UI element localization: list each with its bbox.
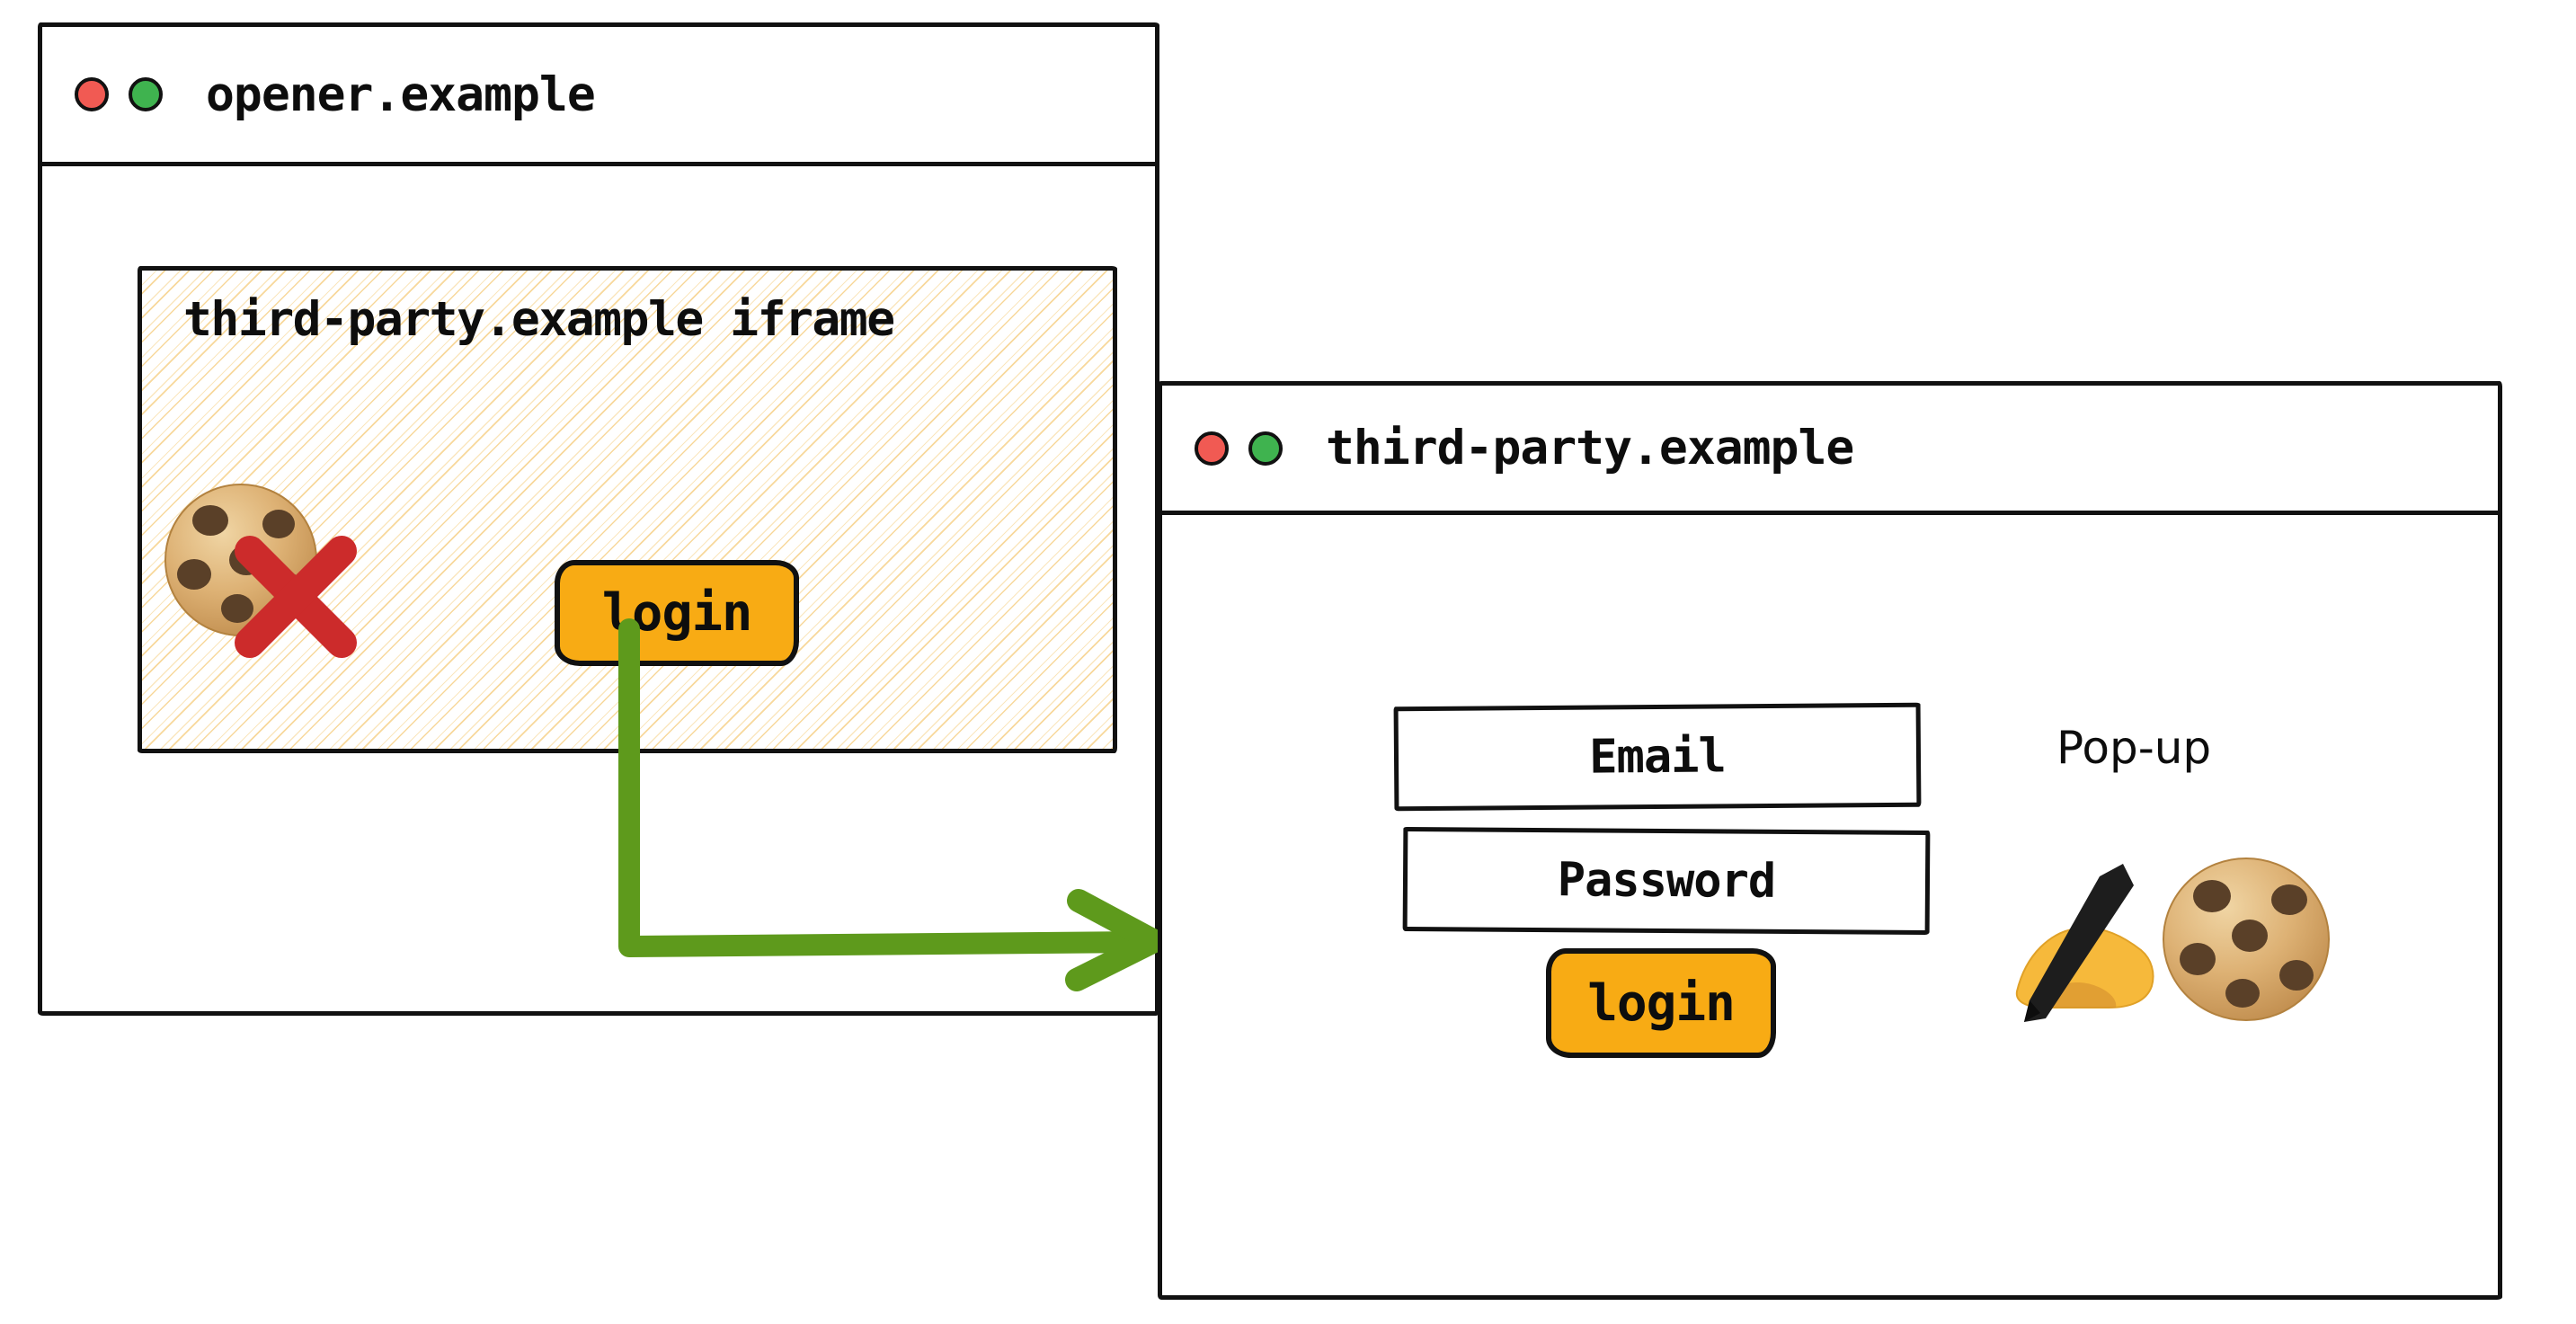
popup-browser-window: third-party.example Pop-up Email Passwor… bbox=[1158, 381, 2502, 1300]
popup-login-button-label: login bbox=[1587, 973, 1736, 1033]
iframe-login-button-label: login bbox=[601, 583, 753, 643]
popup-window-title: third-party.example bbox=[1326, 421, 1854, 475]
popup-login-button[interactable]: login bbox=[1546, 948, 1776, 1058]
maximize-dot[interactable] bbox=[1248, 431, 1283, 466]
email-field-label: Email bbox=[1588, 729, 1726, 785]
close-dot[interactable] bbox=[75, 77, 109, 111]
opener-window-title: opener.example bbox=[206, 67, 596, 122]
close-dot[interactable] bbox=[1195, 431, 1229, 466]
password-field-label: Password bbox=[1557, 853, 1776, 909]
popup-traffic-lights bbox=[1195, 431, 1283, 466]
iframe-title-label: third-party.example iframe bbox=[183, 292, 895, 347]
opener-titlebar: opener.example bbox=[42, 27, 1155, 166]
password-field[interactable]: Password bbox=[1402, 826, 1931, 936]
popup-titlebar: third-party.example bbox=[1162, 386, 2498, 515]
iframe-login-button[interactable]: login bbox=[555, 560, 799, 666]
cross-mark-icon bbox=[235, 536, 357, 658]
allowed-cookie-group bbox=[2160, 853, 2340, 1024]
maximize-dot[interactable] bbox=[129, 77, 163, 111]
writing-hand-group bbox=[2010, 855, 2190, 1026]
opener-browser-window: opener.example third-party.example ifram… bbox=[38, 22, 1159, 1016]
writing-hand-icon bbox=[2015, 864, 2154, 1022]
popup-annotation-label: Pop-up bbox=[2056, 722, 2212, 774]
opener-traffic-lights bbox=[75, 77, 163, 111]
third-party-iframe-panel: third-party.example iframe bbox=[138, 266, 1117, 753]
cookie-icon bbox=[2163, 857, 2330, 1021]
email-field[interactable]: Email bbox=[1393, 702, 1922, 812]
blocked-cookie-group bbox=[151, 477, 358, 658]
